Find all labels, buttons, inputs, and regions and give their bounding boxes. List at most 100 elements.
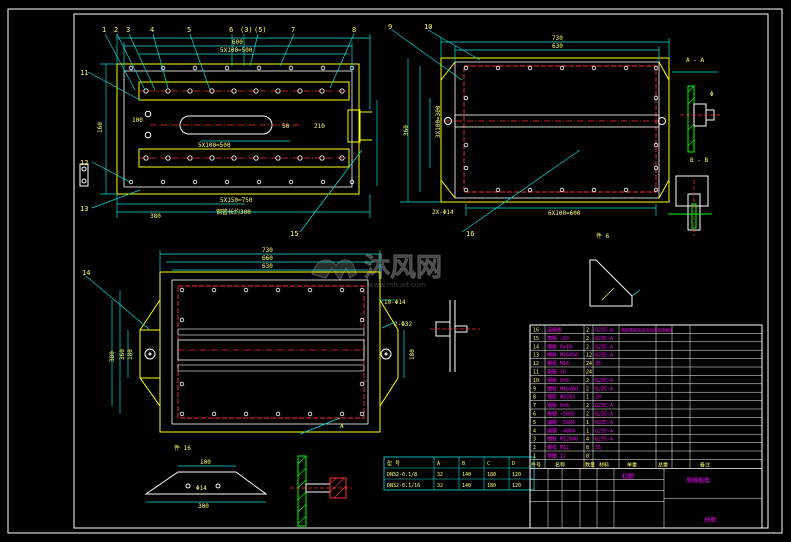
dim-bottom-hole: 10-Φ14	[384, 299, 406, 306]
parts-row-number: 10	[533, 378, 539, 384]
balloon-12: 12	[80, 159, 88, 167]
parts-row-material: Q235-A	[595, 386, 613, 392]
size-table-cell: 180	[487, 483, 496, 489]
parts-row-material: Q235-A	[595, 403, 613, 409]
parts-row-name: 扁钢 -50X6	[547, 419, 575, 426]
dim-bottom-note: 钢管长约300	[216, 208, 251, 216]
parts-row-material: Q235-A	[595, 420, 613, 426]
dim-left-height: 160	[97, 122, 104, 133]
parts-row-number: 1	[533, 454, 536, 460]
watermark-cn: 沐风网	[364, 253, 442, 283]
parts-row-material: Q235-A	[595, 437, 613, 443]
balloon-2: 2	[114, 26, 118, 34]
dim-slot-top: 5X100=500	[220, 47, 253, 54]
size-table-cell: 180	[487, 472, 496, 478]
balloon-10: 10	[424, 23, 432, 31]
parts-row-name: 钢板 δ=10	[547, 343, 572, 350]
parts-row-qty: 2	[586, 378, 589, 384]
top-plan-view: 1 2 3 4 5 6 (3) (5) 7 8 11 12 13 15 600 …	[79, 26, 378, 238]
parts-row-material: Q235-A	[595, 428, 613, 434]
size-table-cell: 32	[437, 472, 443, 478]
balloon-7: 7	[291, 26, 295, 34]
parts-row-material: 35	[595, 361, 601, 367]
dim-bottom-top2: 660	[262, 255, 273, 262]
parts-row-material: Q235-A	[595, 353, 613, 359]
parts-row-number: 6	[533, 412, 536, 418]
balloon-4: 4	[150, 26, 154, 34]
side-section	[430, 300, 480, 372]
parts-row-qty: 2	[586, 403, 589, 409]
dim-bottom-left3: 180	[127, 349, 134, 360]
parts-row-name: 螺栓 M12X40	[547, 436, 578, 443]
parts-row-qty: 24	[586, 370, 592, 376]
dim-slot-mid: 5X100=500	[198, 142, 231, 149]
balloon-5: 5	[187, 26, 191, 34]
dim-bottom-right: 180	[409, 349, 416, 360]
parts-row-name: 钢板 δ=6	[547, 402, 569, 409]
watermark: 沐风网 www.mfcad.com	[311, 253, 442, 289]
parts-header-weight1: 单重	[627, 461, 637, 468]
parts-row-name: 扁钢 -40X4	[547, 427, 575, 434]
dim-slot-bottom: 5X150=750	[220, 197, 253, 204]
parts-row-name: 连接板	[547, 327, 562, 334]
size-table-header: D	[512, 461, 515, 467]
parts-row-qty: 8	[586, 445, 589, 451]
balloon-9: 9	[388, 23, 392, 31]
parts-row-number: 3	[533, 437, 536, 443]
parts-row-qty: 2	[586, 386, 589, 392]
parts-row-number: 2	[533, 445, 536, 451]
parts-row-number: 14	[533, 344, 539, 350]
size-table-cell: 140	[462, 472, 471, 478]
dim-right-a: 210	[314, 123, 325, 130]
dim-bottom-left1: 380	[109, 351, 116, 362]
balloon-16: 16	[466, 230, 474, 238]
title-block-name: 周缘板类	[686, 476, 710, 484]
parts-header-qty: 数量	[585, 461, 595, 468]
parts-row-material: Q235-A	[595, 412, 613, 418]
size-table-cell: DN32-0.1/16	[387, 483, 420, 489]
parts-row-number: 15	[533, 336, 539, 342]
title-block-drawing: 标题	[622, 472, 634, 480]
parts-row-qty: 4	[586, 437, 589, 443]
parts-header-no: 件号	[531, 461, 541, 468]
parts-row-qty: 8	[586, 454, 589, 460]
parts-row-name: 垫圈 12	[547, 453, 566, 460]
parts-row-number: 12	[533, 361, 539, 367]
parts-row-qty: 2	[586, 344, 589, 350]
parts-row-material: Q235-A	[595, 328, 613, 334]
size-table-cell: 120	[512, 472, 521, 478]
parts-header-note: 备注	[700, 461, 710, 468]
size-table-cell: DN32-0.1/8	[387, 472, 417, 478]
dim-right-left-outer: 360	[403, 125, 410, 136]
part-detail-16: 件 16 100 Φ14 300	[144, 444, 268, 510]
parts-row-name: 钢板 δ=8	[547, 377, 569, 384]
dim-bottom-mark: A	[340, 423, 344, 430]
parts-header-name: 名称	[555, 461, 565, 468]
section-bb-title: B - B	[690, 157, 708, 164]
part16-dim-bottom: 300	[198, 503, 209, 510]
dim-right-top2: 630	[552, 43, 563, 50]
balloon-3b: (3)	[240, 26, 253, 34]
size-table-cell: 140	[462, 483, 471, 489]
parts-row-name: 垫圈 16	[547, 369, 566, 376]
balloon-11: 11	[80, 69, 88, 77]
parts-row-number: 16	[533, 328, 539, 334]
bottom-plan-view: 14 730 660 630 10-Φ14 2-Φ32 380 360 180 …	[82, 247, 416, 435]
parts-row-qty: 1	[586, 395, 589, 401]
dim-bottom-top3: 630	[262, 263, 273, 270]
size-table-header: A	[437, 461, 440, 467]
right-plan-view: 9 10 16 730 630 3X100=300 360 2X-Φ14 6X1…	[388, 23, 670, 238]
parts-row-number: 11	[533, 370, 539, 376]
size-table-cell: 120	[512, 483, 521, 489]
parts-row-note: 钢板厚度及接法由供货商确定	[621, 327, 673, 333]
balloon-15: 15	[290, 230, 298, 238]
parts-row-qty: 2	[586, 412, 589, 418]
dim-overall-top: 600	[232, 39, 243, 46]
dim-bottom-top1: 730	[262, 247, 273, 254]
dim-bottom-left2: 360	[119, 349, 126, 360]
part16-dim-mid: Φ14	[196, 485, 207, 492]
dim-right-bottom-hole: 2X-Φ14	[432, 209, 454, 216]
